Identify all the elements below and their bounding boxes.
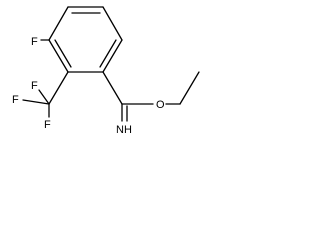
ring-double-bond-right [99,39,117,68]
ring-bond-bottom-right [102,39,123,73]
ring-double-bond-left [54,39,72,68]
bond-cf3-fluorine-top [38,89,50,105]
fluorine-label-cf3-bottom: F [44,119,51,131]
chemical-structure: F F F F NH O [12,6,200,136]
bond-cf3-fluorine-left [22,99,50,105]
fluorine-label-cf3-top: F [31,80,38,92]
ring-bond-top-right [102,6,123,41]
benzene-ring [48,6,123,73]
imidate-group: NH O [102,71,165,136]
bond-methylene-methyl [179,71,200,105]
imine-nh-label: NH [116,124,132,136]
ether-oxygen-label: O [156,99,165,111]
bond-ring-cf3 [48,71,69,105]
fluorine-label-ring: F [31,36,38,48]
trifluoromethyl-group: F F F [12,71,69,131]
bond-ring-imidate-carbon [102,71,123,105]
ethyl-group [165,71,200,105]
fluorine-label-cf3-left: F [12,94,19,106]
ring-bond-bottom-left [48,39,69,73]
ring-bond-top-left [48,6,69,41]
